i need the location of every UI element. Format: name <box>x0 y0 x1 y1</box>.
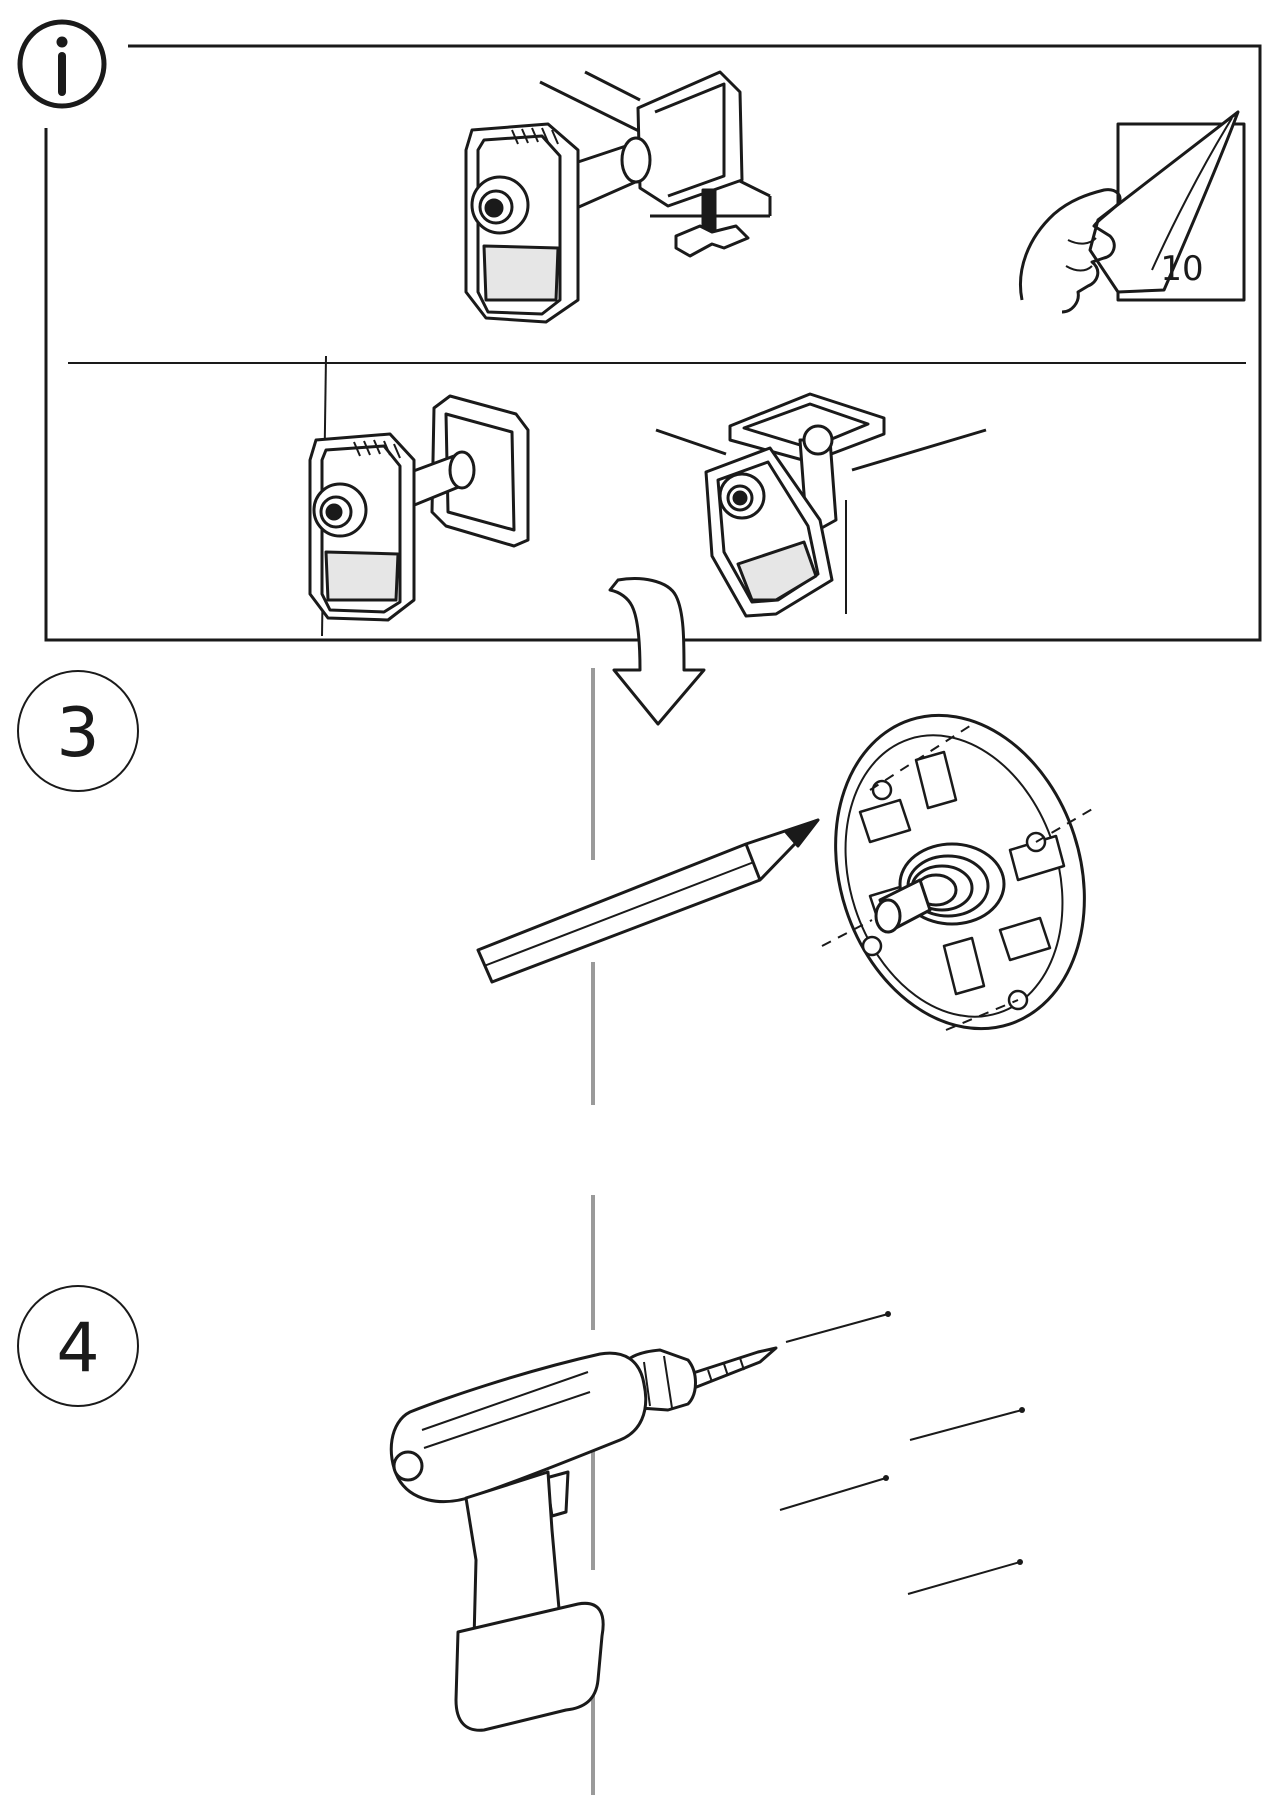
info-circle-icon <box>17 19 107 109</box>
peel-adhesive-icon <box>1018 110 1246 314</box>
camera-clamp-mount-illustration <box>464 70 772 324</box>
step-number: 3 <box>56 694 99 773</box>
curved-down-arrow-icon <box>608 577 706 726</box>
camera-ceiling-mount-illustration <box>655 392 987 618</box>
drill-holes-icon <box>389 1311 1025 1732</box>
info-panel <box>44 44 1262 642</box>
pencil-mark-holes-icon <box>476 713 1095 1031</box>
step-number: 4 <box>56 1309 99 1388</box>
step-3-marker: 3 <box>17 670 139 792</box>
camera-wall-mount-illustration <box>308 355 530 637</box>
manual-page-ref: 10 <box>1160 249 1203 289</box>
step-4-marker: 4 <box>17 1285 139 1407</box>
